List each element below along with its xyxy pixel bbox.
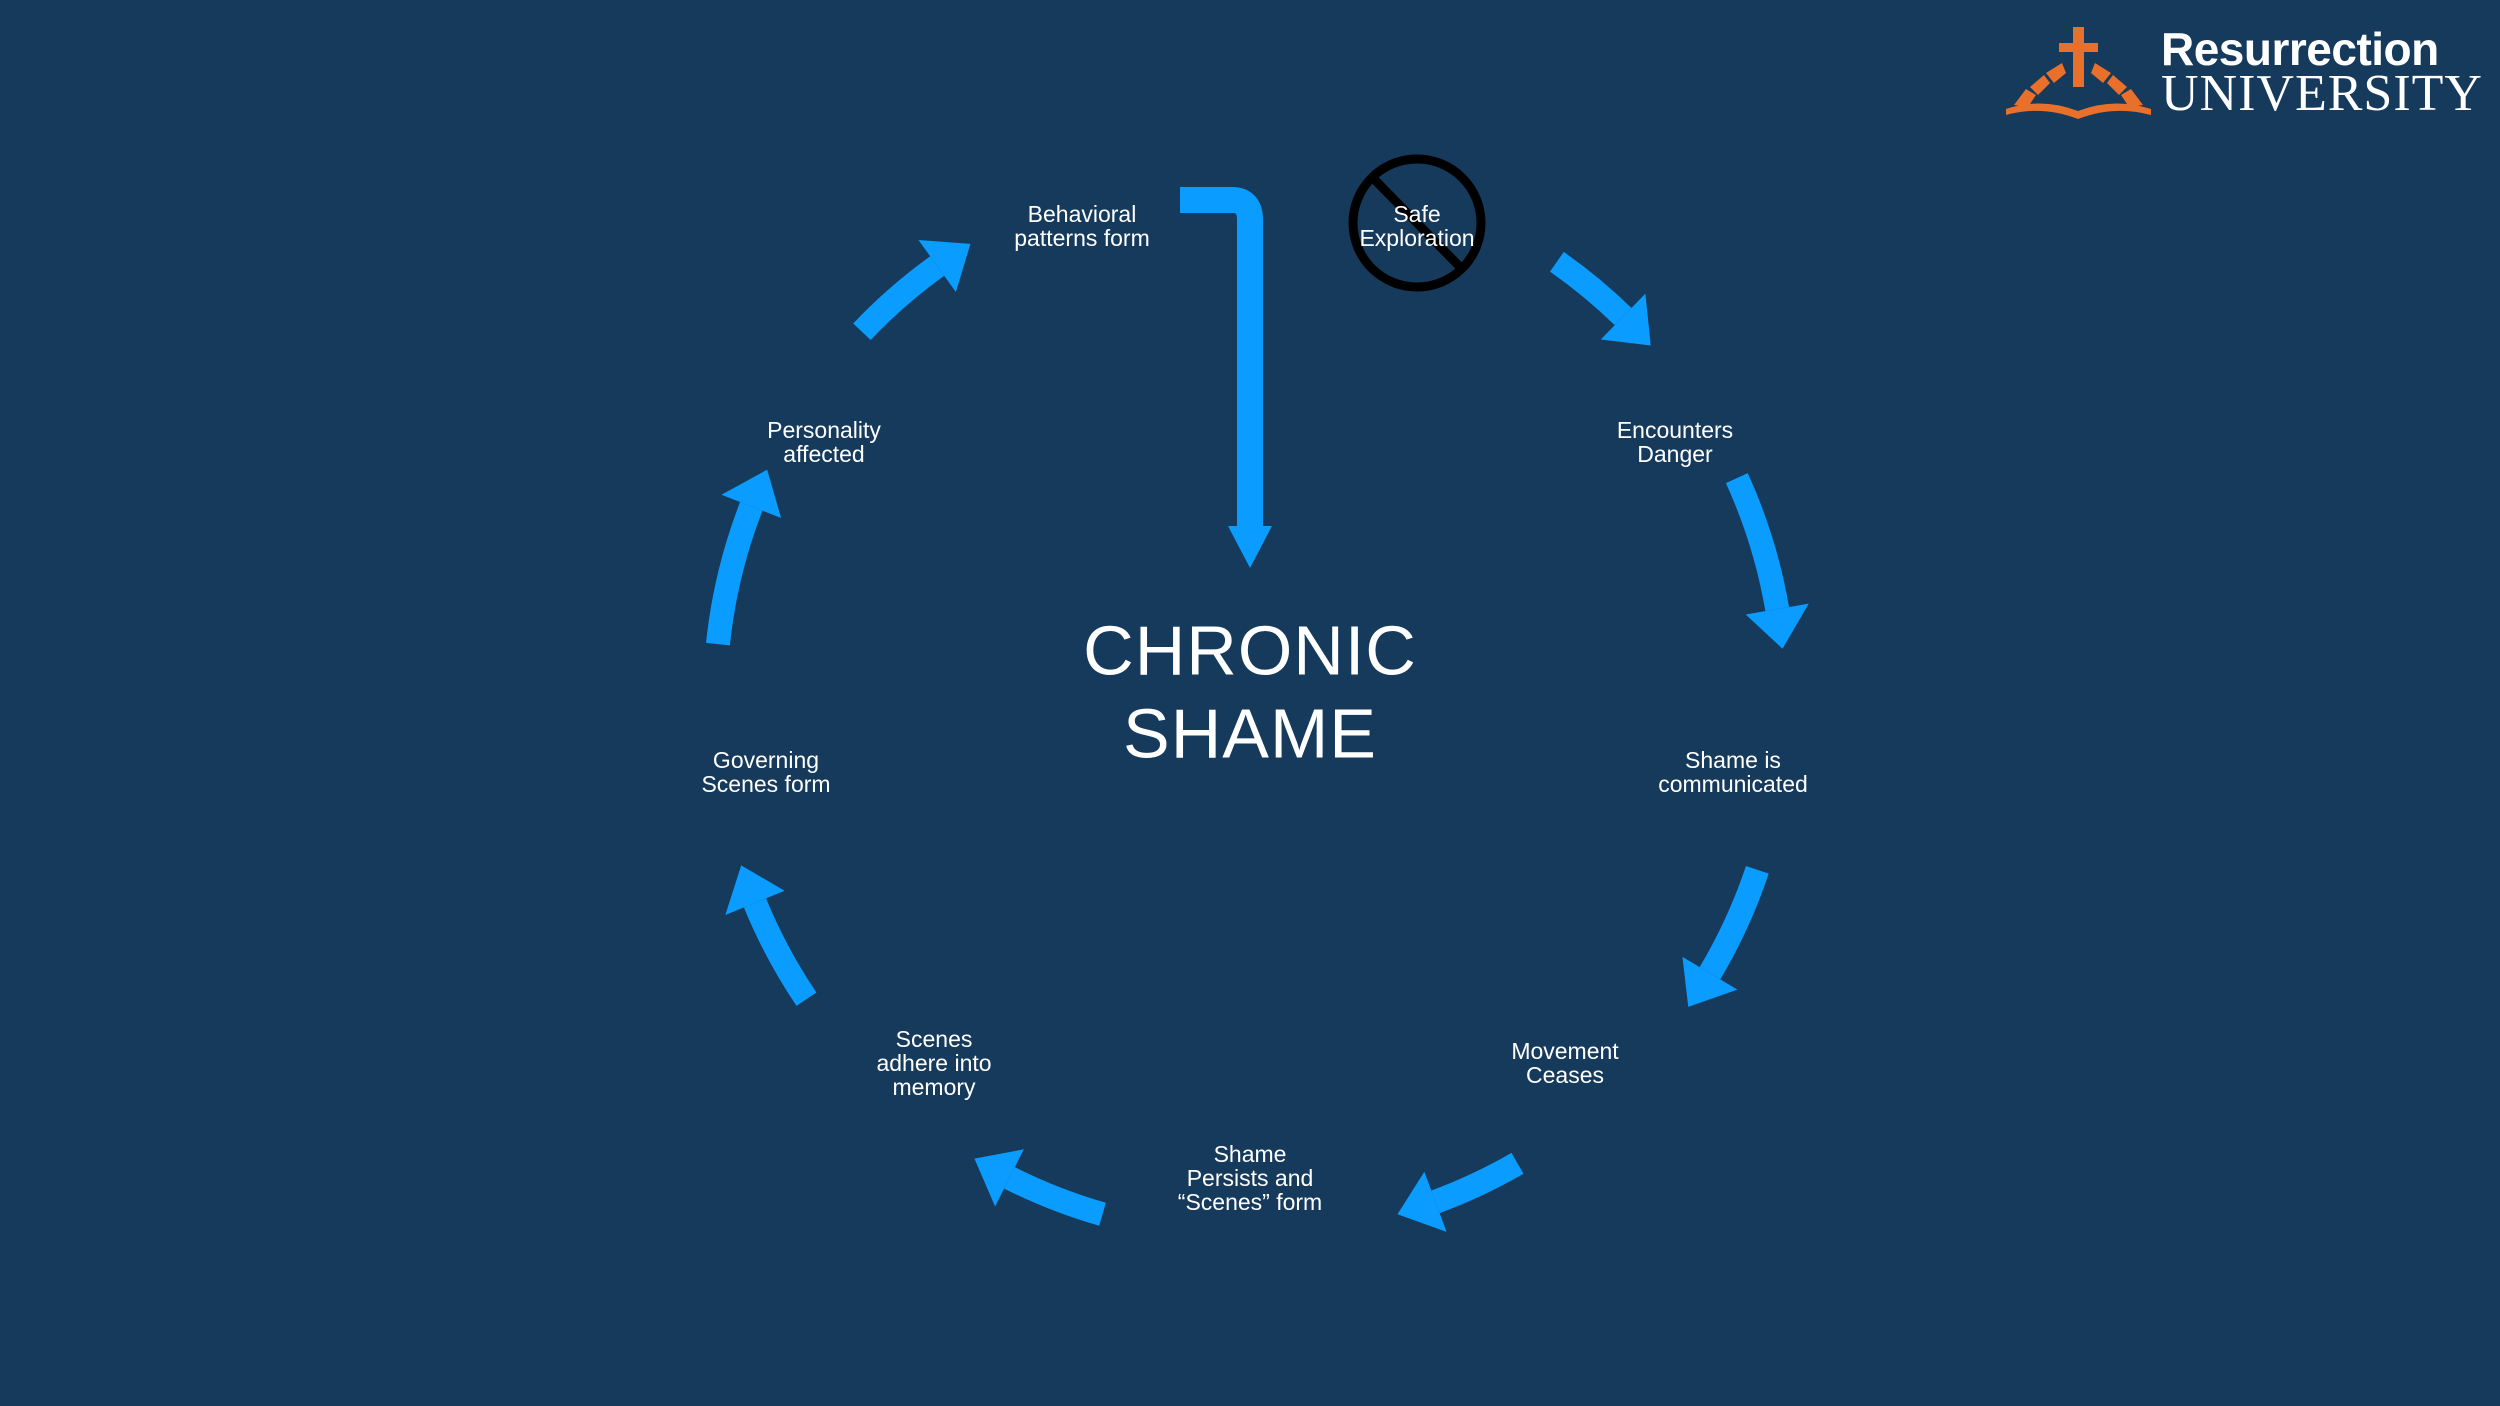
cycle-arrow-7 bbox=[705, 502, 763, 646]
cycle-arrow-8 bbox=[853, 256, 945, 341]
center-title: CHRONIC SHAME bbox=[1083, 611, 1417, 772]
cycle-arrow-head-3 bbox=[1682, 956, 1738, 1007]
cycle-arrow-5 bbox=[1004, 1167, 1106, 1226]
node-shame-persists: Shame Persists and “Scenes” form bbox=[1177, 1140, 1323, 1216]
cycle-arrow-head-8 bbox=[918, 240, 971, 292]
node-governing-scenes: Governing Scenes form bbox=[701, 746, 831, 797]
cycle-arrows bbox=[705, 240, 1809, 1232]
arrow-to-center bbox=[1180, 187, 1263, 528]
cycle-arrow-4 bbox=[1431, 1152, 1524, 1214]
cycle-arrow-3 bbox=[1699, 865, 1769, 980]
node-behavioral-patterns: Behavioral patterns form bbox=[1014, 200, 1150, 251]
node-shame-communicated: Shame is communicated bbox=[1658, 746, 1808, 797]
node-safe-exploration: Safe Exploration bbox=[1359, 200, 1475, 251]
node-encounters-danger: Encounters Danger bbox=[1616, 416, 1734, 467]
prohibited-icon bbox=[1348, 154, 1486, 292]
cross-book-logo-icon bbox=[2006, 27, 2151, 119]
cycle-arrow-6 bbox=[743, 898, 817, 1006]
cycle-arrow-2 bbox=[1725, 473, 1790, 612]
logo-line1: Resurrection bbox=[2161, 23, 2439, 75]
cycle-arrow-head-6 bbox=[725, 865, 785, 916]
cycle-arrow-head-4 bbox=[1397, 1171, 1447, 1232]
cycle-arrow-head-2 bbox=[1745, 603, 1809, 649]
node-movement-ceases: Movement Ceases bbox=[1511, 1037, 1619, 1088]
cycle-arrow-head-1 bbox=[1600, 293, 1651, 346]
arrow-to-center-head bbox=[1228, 526, 1272, 568]
cycle-arrow-1 bbox=[1549, 251, 1632, 326]
cycle-arrow-head-7 bbox=[721, 469, 782, 518]
node-scenes-adhere: Scenes adhere into memory bbox=[876, 1025, 992, 1101]
logo-line2: UNIVERSITY bbox=[2161, 65, 2483, 122]
node-personality-affected: Personality affected bbox=[767, 416, 881, 467]
university-logo: Resurrection UNIVERSITY bbox=[2006, 22, 2482, 122]
cycle-arrow-head-5 bbox=[974, 1149, 1024, 1207]
